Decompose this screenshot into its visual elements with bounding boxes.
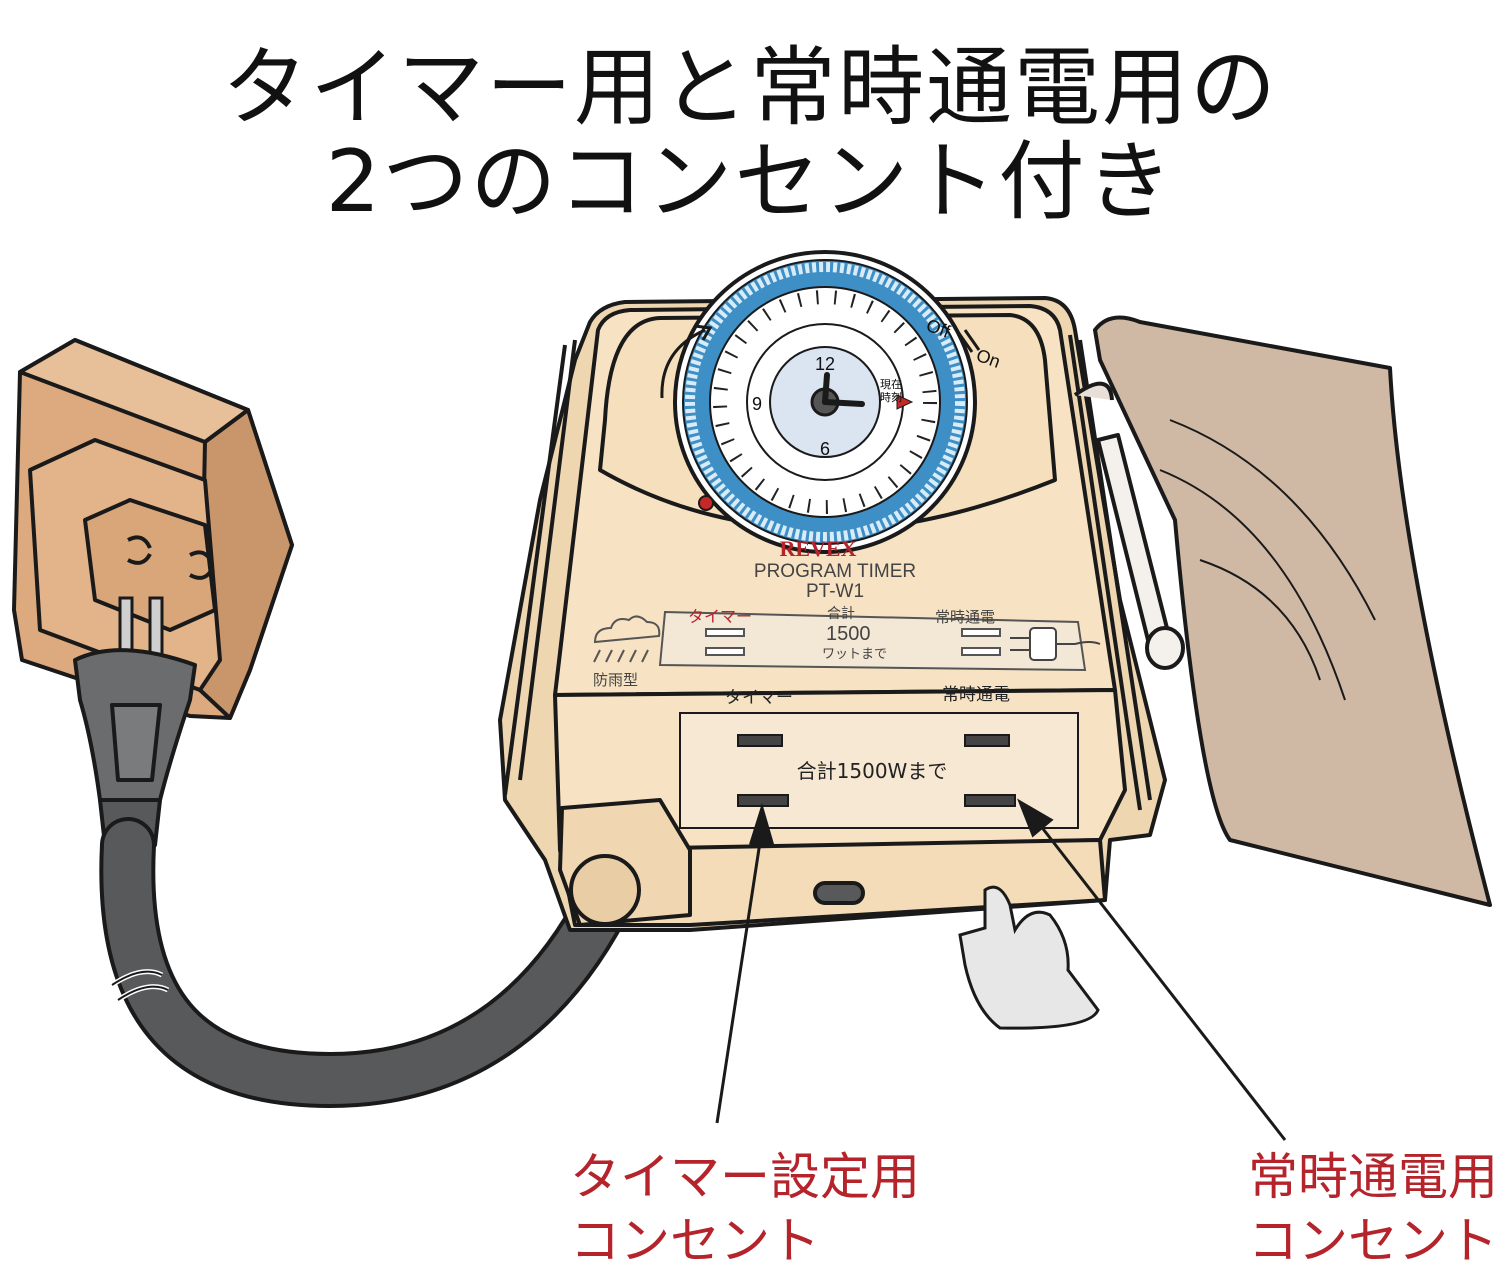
front-total-text: 合計1500Wまで	[797, 759, 948, 783]
indicator-lamp	[698, 495, 714, 511]
arrow-timer-outlet	[715, 841, 762, 1124]
headline-line-2: 2つのコンセント付き	[325, 132, 1175, 232]
now-time-label-2: 時刻	[880, 390, 902, 404]
plug-prongs	[118, 596, 164, 660]
front-always-label: 常時通電	[942, 685, 1010, 705]
rain-cover	[1073, 315, 1492, 907]
callout-always-outlet: 常時通電用 コンセント	[1248, 1145, 1498, 1273]
rainproof-cloud-icon	[593, 615, 661, 663]
rainproof-label: 防雨型	[593, 671, 638, 689]
panel-plug-icon	[1010, 627, 1101, 661]
now-time-label-1: 現在	[880, 378, 902, 391]
panel-total-value: 1500	[826, 623, 871, 645]
callout-timer-line1: タイマー設定用	[570, 1148, 920, 1206]
callout-always-line2: コンセント	[1248, 1212, 1498, 1270]
model-number: PT-W1	[806, 581, 864, 602]
dial-number-9: 9	[752, 394, 762, 414]
callout-timer-line2: コンセント	[570, 1212, 820, 1270]
dial-number-6: 6	[820, 439, 830, 459]
switch-toggle-icon[interactable]	[956, 329, 981, 353]
timer-dial[interactable]	[673, 250, 977, 554]
headline-line-1: タイマー用と常時通電用の	[222, 38, 1278, 138]
always-outlet-slot-bottom[interactable]	[964, 794, 1016, 807]
rotation-arrow-icon	[660, 328, 706, 399]
product-name: PROGRAM TIMER	[754, 561, 916, 582]
plug-head	[73, 648, 197, 847]
dial-number-12: 12	[815, 354, 835, 374]
front-timer-label: タイマー	[725, 688, 793, 708]
front-outlet-panel	[679, 712, 1079, 829]
always-outlet-slot-top[interactable]	[964, 734, 1010, 747]
hand-illustration	[958, 885, 1100, 1030]
panel-total-label: 合計	[827, 606, 855, 622]
callout-timer-outlet: タイマー設定用 コンセント	[570, 1145, 920, 1273]
panel-timer-label: タイマー	[688, 607, 752, 626]
outlet-slots	[737, 734, 1016, 807]
callout-arrows	[715, 798, 1287, 1141]
brand-logo: REVEX	[779, 536, 856, 561]
panel-watt-unit: ワットまで	[822, 647, 887, 662]
timer-outlet-slot-top[interactable]	[737, 734, 783, 747]
panel-slot-icons	[705, 628, 1001, 656]
callout-always-line1: 常時通電用	[1248, 1148, 1498, 1206]
wall-outlet-plug	[12, 338, 294, 720]
timer-outlet-slot-bottom[interactable]	[737, 794, 789, 807]
arrow-always-outlet	[1038, 824, 1287, 1141]
panel-always-label: 常時通電	[935, 608, 995, 626]
